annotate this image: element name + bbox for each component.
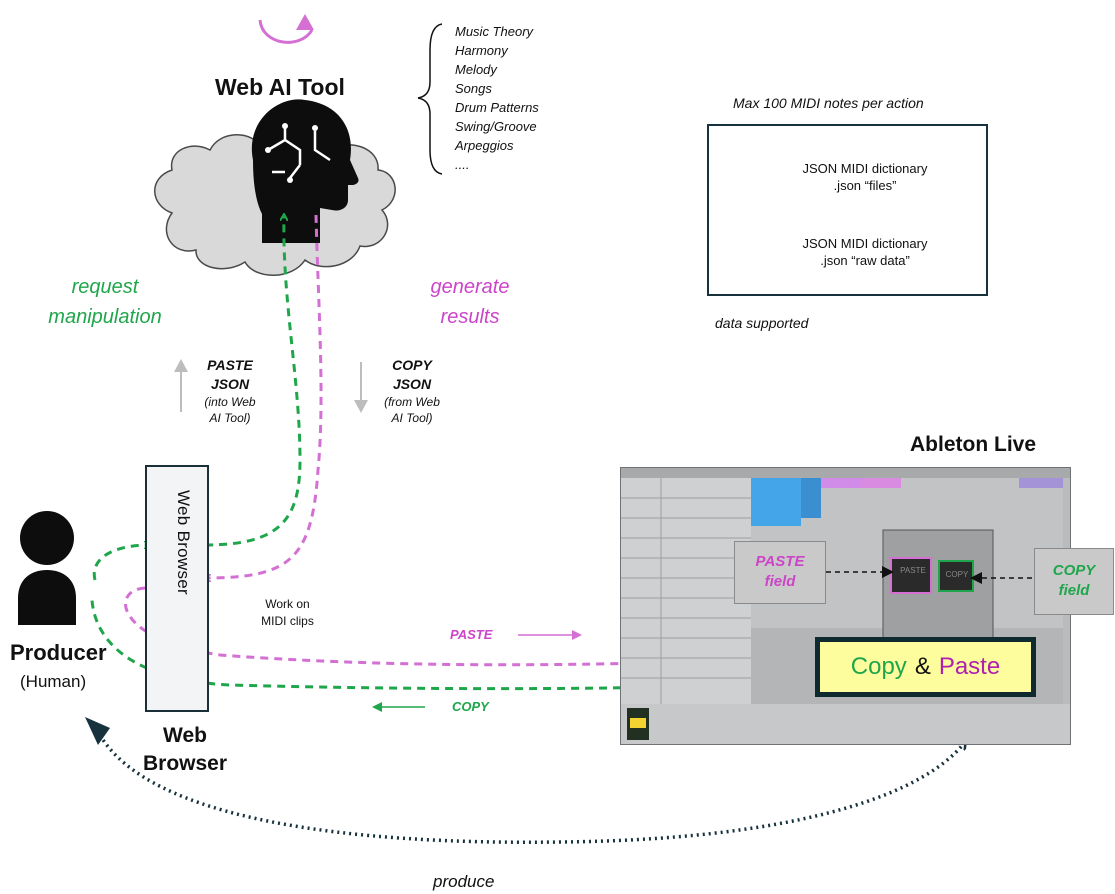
refresh-loop-icon <box>258 14 314 44</box>
ai-head-icon <box>251 99 359 243</box>
copy-json-sub1: (from Web <box>384 395 440 409</box>
work-line1: Work on <box>265 597 310 611</box>
ableton-panel-paste: PASTE <box>900 566 926 575</box>
topics-brace <box>417 23 443 175</box>
data-supported-caption: data supported <box>715 315 809 331</box>
generate-line2: results <box>440 306 500 328</box>
copy-arrow-label: COPY <box>452 699 489 714</box>
paste-json-up-arrow <box>174 359 188 412</box>
json-panel-heading: Max 100 MIDI notes per action <box>733 95 924 111</box>
producer-person-icon <box>18 511 76 625</box>
request-line1: request <box>71 276 139 298</box>
web-browser-caption: Web Browser <box>140 722 230 778</box>
copy-paste-box: Copy & Paste <box>815 637 1036 697</box>
person-to-browser-green <box>92 545 150 581</box>
json-item-files-line1: JSON MIDI dictionary <box>802 161 928 176</box>
json-support-box <box>707 124 988 296</box>
web-browser-box <box>145 465 209 712</box>
copy-field-box: COPY field <box>1034 548 1114 615</box>
topic-item: Music Theory <box>455 24 534 39</box>
generate-path-pink <box>205 214 323 578</box>
topic-item: Drum Patterns <box>455 100 539 115</box>
produce-path <box>98 734 965 844</box>
paste-field-line2: field <box>764 573 796 590</box>
json-item-raw: JSON MIDI dictionary .json “raw data” <box>780 235 950 269</box>
paste-arrow-label: PASTE <box>450 627 493 642</box>
paste-json-sub1: (into Web <box>204 395 256 409</box>
paste-json-line1: PASTE <box>207 357 253 373</box>
copy-json-line2: JSON <box>392 376 432 392</box>
paste-arrow <box>518 630 582 640</box>
topic-item: Melody <box>455 62 497 77</box>
producer-sub-label: (Human) <box>20 672 87 691</box>
ableton-live-title: Ableton Live <box>910 433 1037 456</box>
json-item-files: JSON MIDI dictionary .json “files” <box>780 160 950 194</box>
copy-field-line2: field <box>1058 582 1090 599</box>
paste-json-label: PASTE JSON (into Web AI Tool) <box>185 356 275 426</box>
request-line2: manipulation <box>48 306 162 328</box>
topic-item: .... <box>455 157 470 172</box>
request-manipulation-label: request manipulation <box>30 272 180 332</box>
topic-item: Swing/Groove <box>455 119 537 134</box>
copy-field-line1: COPY <box>1052 562 1096 579</box>
cp-amp: & <box>914 653 931 680</box>
generate-line1: generate <box>430 276 510 298</box>
work-line2: MIDI clips <box>261 614 314 628</box>
topic-item: Arpeggios <box>455 138 514 153</box>
json-item-raw-line2: .json “raw data” <box>820 253 910 268</box>
copy-json-down-arrow <box>354 362 368 413</box>
produce-label: produce <box>433 872 495 891</box>
produce-arrowhead-left <box>85 717 110 745</box>
ableton-panel-copy: COPY <box>945 570 969 579</box>
request-path-green <box>204 215 302 547</box>
work-on-midi-label: Work on MIDI clips <box>245 596 330 630</box>
web-browser-caption-line2: Browser <box>142 752 228 775</box>
generate-results-label: generate results <box>410 272 530 332</box>
paste-field-box: PASTE field <box>734 541 826 604</box>
paste-field-line1: PASTE <box>755 553 805 570</box>
copy-json-label: COPY JSON (from Web AI Tool) <box>367 356 457 426</box>
topic-item: Harmony <box>455 43 508 58</box>
web-browser-caption-line1: Web <box>163 724 207 747</box>
paste-json-line2: JSON <box>210 376 250 392</box>
cp-paste-word: Paste <box>938 653 1001 680</box>
json-item-files-line2: .json “files” <box>833 178 897 193</box>
paste-json-sub2: AI Tool) <box>209 411 251 425</box>
copy-json-sub2: AI Tool) <box>391 411 433 425</box>
producer-label: Producer <box>10 640 107 665</box>
topic-item: Songs <box>455 81 492 96</box>
copy-json-line1: COPY <box>392 357 432 373</box>
copy-arrow <box>372 702 425 712</box>
json-item-raw-line1: JSON MIDI dictionary <box>802 236 928 251</box>
cp-copy-word: Copy <box>850 653 907 680</box>
web-ai-tool-title: Web AI Tool <box>215 74 345 100</box>
